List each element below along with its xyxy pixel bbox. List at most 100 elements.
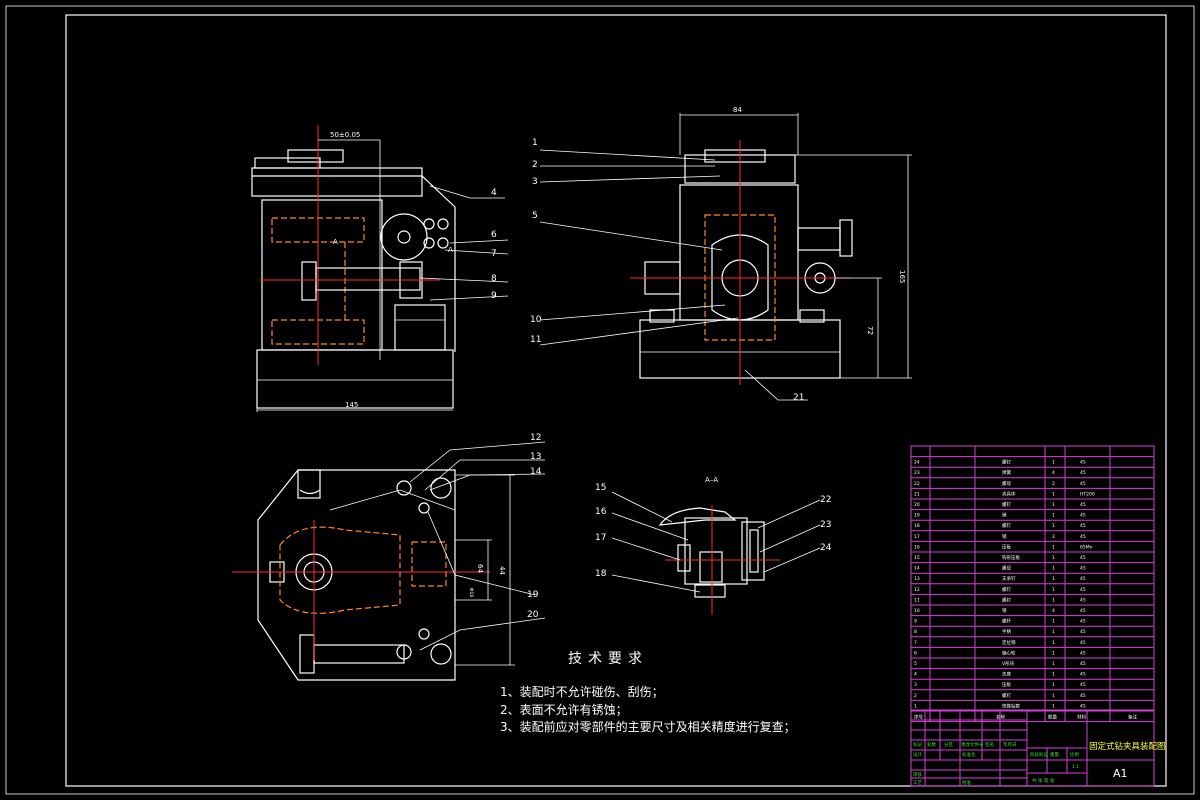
parts-cell: 45: [1080, 460, 1086, 466]
parts-cell: 钩形压板: [1002, 554, 1020, 561]
parts-cell: 销: [1002, 512, 1007, 519]
parts-cell: 1: [1052, 640, 1055, 646]
tb-design: 设计: [913, 751, 922, 758]
section-label: A–A: [705, 476, 718, 484]
parts-cell: 65Mn: [1080, 544, 1093, 550]
parts-cell: 1: [1052, 566, 1055, 572]
parts-cell: 1: [1052, 693, 1055, 699]
parts-cell: 45: [1080, 682, 1086, 688]
top-view: 44 64 Φ16: [232, 469, 515, 681]
parts-cell: 45: [1080, 661, 1086, 667]
tb-process: 工艺: [913, 780, 922, 786]
parts-cell: 1: [1052, 502, 1055, 508]
tech-item-2: 2、表面不允许有锈蚀；: [500, 702, 628, 717]
tb-date: 年月日: [1003, 741, 1017, 748]
parts-cell: 45: [1080, 502, 1086, 508]
tb-approve: 批准: [962, 779, 971, 786]
side-view-leaders: 1 2 3 5 10 11 21: [530, 138, 808, 403]
front-view: 145 50±0.05 A A: [251, 125, 456, 412]
parts-cell: 1: [1052, 513, 1055, 519]
parts-cell: 螺钉: [1002, 459, 1011, 466]
parts-cell: 45: [1080, 470, 1086, 476]
parts-cell: 螺钉: [1002, 596, 1011, 603]
parts-cell: 9: [914, 619, 917, 625]
sheet-size: A1: [1113, 767, 1128, 780]
parts-cell: 45: [1080, 576, 1086, 582]
parts-cell: 螺钉: [1002, 586, 1011, 593]
top-view-leaders: 12 13 14 19 20: [409, 433, 546, 651]
outer-frame: [5, 5, 1195, 795]
parts-cell: 1: [1052, 597, 1055, 603]
parts-cell: 1: [1052, 619, 1055, 625]
parts-cell: 45: [1080, 608, 1086, 614]
callout-22: 22: [820, 495, 831, 505]
parts-cell: 24: [914, 460, 920, 466]
parts-cell: HT200: [1080, 491, 1095, 497]
parts-cell: 1: [1052, 703, 1055, 709]
parts-cell: 45: [1080, 481, 1086, 487]
parts-cell: 弹簧: [1002, 469, 1011, 476]
parts-cell: 45: [1080, 597, 1086, 603]
parts-cell: 13: [914, 576, 920, 582]
side-view: 84 165 72: [630, 106, 912, 385]
parts-cell: 45: [1080, 640, 1086, 646]
callout-15: 15: [595, 483, 606, 493]
parts-cell: 定位销: [1002, 639, 1016, 646]
parts-cell: 7: [914, 640, 917, 646]
parts-cell: 45: [1080, 650, 1086, 656]
parts-cell: 45: [1080, 629, 1086, 635]
parts-cell: 2: [1052, 534, 1055, 540]
parts-cell: 16: [914, 544, 920, 550]
dim-base-length: 145: [345, 401, 358, 409]
callout-8: 8: [491, 274, 497, 284]
parts-cell: 45: [1080, 587, 1086, 593]
callout-13: 13: [530, 452, 541, 462]
parts-cell: 15: [914, 555, 920, 561]
dim-center-height: 72: [866, 326, 874, 335]
tb-sign: 签名: [985, 741, 994, 748]
section-marker-left: A: [333, 238, 338, 246]
tech-heading: 技术要求: [568, 651, 648, 667]
parts-cell: 2: [1052, 481, 1055, 487]
parts-cell: 21: [914, 491, 920, 497]
parts-cell: 4: [1052, 608, 1055, 614]
callout-7: 7: [491, 249, 497, 259]
tb-standard: 标准化: [962, 751, 976, 758]
parts-cell: 1: [914, 703, 917, 709]
callout-19: 19: [527, 590, 539, 600]
parts-cell: 螺母: [1002, 480, 1011, 487]
parts-cell: 支承钉: [1002, 575, 1016, 582]
parts-cell: 45: [1080, 534, 1086, 540]
callout-11: 11: [530, 335, 541, 345]
parts-cell: 螺杆: [1002, 618, 1011, 625]
parts-cell: 10: [914, 608, 920, 614]
tb-weight: 重量: [1050, 751, 1059, 758]
parts-cell: 1: [1052, 682, 1055, 688]
callout-14: 14: [530, 467, 542, 477]
callout-23: 23: [820, 520, 831, 530]
parts-cell: 1: [1052, 555, 1055, 561]
parts-cell: 夹具体: [1002, 490, 1016, 497]
parts-cell: 螺母: [1002, 565, 1011, 572]
callout-3: 3: [532, 177, 538, 187]
parts-cell: 4: [1052, 470, 1055, 476]
parts-header-cell: 备注: [1128, 714, 1137, 721]
parts-cell: 1: [1052, 576, 1055, 582]
parts-cell: 偏心轮: [1002, 649, 1016, 656]
front-view-leaders: 4 6 7 8 9: [419, 185, 509, 301]
tb-scale-value: 1:1: [1072, 764, 1079, 770]
parts-cell: 45: [1080, 672, 1086, 678]
dim-side-width: 84: [733, 106, 742, 114]
parts-cell: 45: [1080, 693, 1086, 699]
tb-count: 处数: [927, 741, 936, 748]
section-a-a-leaders: 15 16 17 18 22 23 24: [595, 483, 832, 593]
tech-requirements: 技术要求 1、装配时不允许碰伤、刮伤； 2、表面不允许有锈蚀； 3、装配前应对零…: [500, 651, 796, 734]
parts-cell: 快换钻套: [1002, 702, 1020, 709]
parts-cell: 1: [1052, 491, 1055, 497]
parts-cell: 18: [914, 523, 920, 529]
title-block: 标记 处数 分区 更改文件号 签名 年月日 设计 标准化 审核 工艺 批准 阶段…: [910, 709, 1166, 787]
callout-24: 24: [820, 543, 832, 553]
parts-cell: 压板: [1002, 681, 1011, 688]
